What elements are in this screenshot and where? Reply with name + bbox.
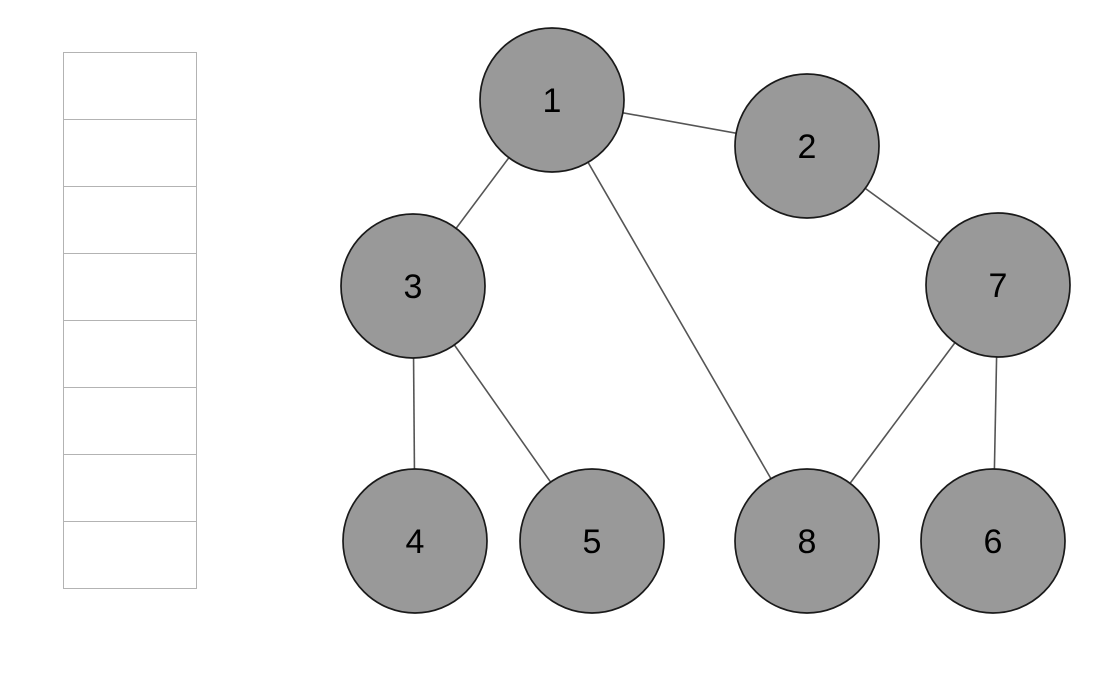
graph-node-6[interactable]: 6 (920, 468, 1066, 614)
graph-node-5[interactable]: 5 (519, 468, 665, 614)
graph-node-circle-3[interactable] (340, 213, 486, 359)
array-cell-0[interactable] (63, 52, 197, 119)
graph-node-circle-5[interactable] (519, 468, 665, 614)
array-cell-2[interactable] (63, 186, 197, 253)
graph-node-circle-8[interactable] (734, 468, 880, 614)
graph-node-7[interactable]: 7 (925, 212, 1071, 358)
graph-edge-1-8 (551, 99, 808, 542)
graph-node-2[interactable]: 2 (734, 73, 880, 219)
graph-node-circle-2[interactable] (734, 73, 880, 219)
array-cell-6[interactable] (63, 454, 197, 521)
graph-node-circle-1[interactable] (479, 27, 625, 173)
graph-node-circle-4[interactable] (342, 468, 488, 614)
graph-node-circle-6[interactable] (920, 468, 1066, 614)
array-cell-4[interactable] (63, 320, 197, 387)
graph-node-3[interactable]: 3 (340, 213, 486, 359)
array-cell-7[interactable] (63, 521, 197, 589)
array-table (63, 52, 197, 589)
graph-edge-layer (412, 99, 999, 542)
array-cell-1[interactable] (63, 119, 197, 186)
graph-node-4[interactable]: 4 (342, 468, 488, 614)
graph-node-1[interactable]: 1 (479, 27, 625, 173)
graph-node-8[interactable]: 8 (734, 468, 880, 614)
graph-node-circle-7[interactable] (925, 212, 1071, 358)
array-cell-5[interactable] (63, 387, 197, 454)
array-cell-3[interactable] (63, 253, 197, 320)
